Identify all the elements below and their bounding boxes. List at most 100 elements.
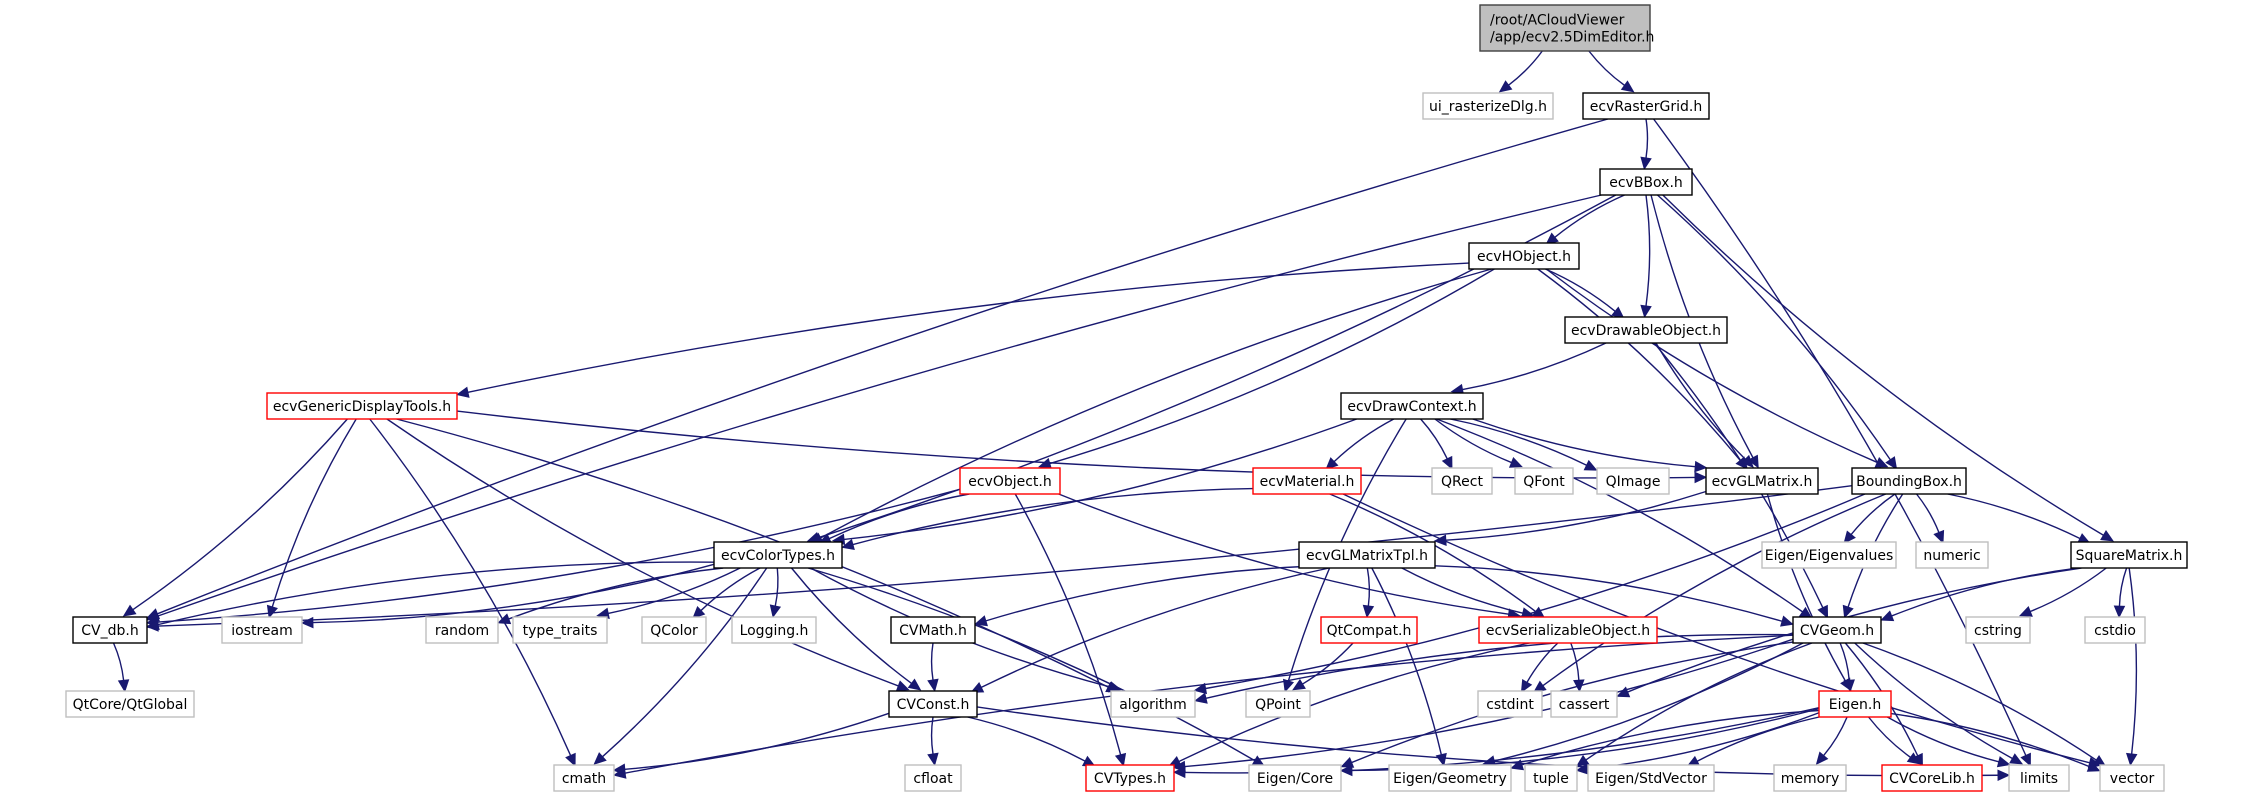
edge-BoundingBox-to-CV_db [157, 485, 1853, 627]
node-random: random [425, 616, 499, 644]
arrowhead-icon [122, 604, 137, 617]
node-ecvGLMatrixTpl[interactable]: ecvGLMatrixTpl.h [1298, 541, 1436, 569]
node-box [1477, 690, 1543, 718]
edge-ecvHObject-to-ecvColorTypes [820, 268, 1492, 539]
node-ecvMaterial[interactable]: ecvMaterial.h [1252, 467, 1362, 495]
edge-CVGeom-to-EigenGeometry [1494, 642, 1804, 762]
node-label: QRect [1441, 474, 1483, 490]
node-box [2099, 764, 2165, 792]
arrowhead-icon [841, 538, 855, 550]
arrowhead-icon [2125, 752, 2138, 767]
node-label: /app/ecv2.5DimEditor.h [1490, 30, 1654, 46]
node-ecvHObject[interactable]: ecvHObject.h [1468, 242, 1580, 270]
edge-ecvSerializableObject-to-CVTypes [1178, 642, 1530, 763]
node-CVTypes[interactable]: CVTypes.h [1085, 764, 1175, 792]
node-ecvGLMatrix[interactable]: ecvGLMatrix.h [1705, 467, 1819, 495]
arrowhead-icon [1498, 80, 1513, 93]
node-CV_db[interactable]: CV_db.h [72, 616, 148, 644]
node-ecvDrawableObject[interactable]: ecvDrawableObject.h [1564, 316, 1728, 344]
edge-SquareMatrix-to-cstdio [2118, 567, 2128, 607]
node-label: ui_rasterizeDlg.h [1429, 99, 1547, 115]
node-box [1248, 764, 1342, 792]
node-label: QImage [1606, 474, 1661, 490]
node-box [1599, 168, 1693, 196]
node-label: algorithm [1119, 697, 1187, 713]
node-EigenGeometry: Eigen/Geometry [1388, 764, 1512, 792]
arrowhead-icon [692, 606, 706, 619]
edge-ecvGLMatrixTpl-to-CVMath [985, 566, 1300, 622]
node-box [1085, 764, 1175, 792]
edge-ecvDrawableObject-to-ecvGLMatrix [1655, 342, 1746, 460]
arrowhead-icon [1885, 456, 1898, 470]
node-ecvColorTypes[interactable]: ecvColorTypes.h [713, 541, 843, 569]
node-CVMath[interactable]: CVMath.h [890, 616, 976, 644]
arrowhead-icon [1640, 304, 1652, 319]
edge-ecvHObject-to-ecvDrawableObject [1545, 268, 1616, 312]
node-cassert: cassert [1550, 690, 1618, 718]
arrowhead-icon [1362, 604, 1375, 619]
arrowhead-icon [1996, 756, 2011, 768]
node-ecvRasterGrid[interactable]: ecvRasterGrid.h [1582, 92, 1710, 120]
edge-BoundingBox-to-cstdint [1542, 493, 1887, 687]
arrowhead-icon [2018, 605, 2033, 617]
edge-ecvColorTypes-to-QColor [700, 567, 761, 612]
node-ecvBBox[interactable]: ecvBBox.h [1599, 168, 1693, 196]
node-CVCoreLib[interactable]: CVCoreLib.h [1881, 764, 1983, 792]
node-box [1479, 4, 1651, 52]
node-algorithm: algorithm [1110, 690, 1196, 718]
node-ecvGenericDisplayTools[interactable]: ecvGenericDisplayTools.h [266, 392, 458, 420]
node-ecvSerializableObject[interactable]: ecvSerializableObject.h [1478, 616, 1658, 644]
node-box [1773, 764, 1847, 792]
arrowhead-icon [1510, 759, 1525, 771]
node-box [1110, 690, 1196, 718]
node-CVConst[interactable]: CVConst.h [888, 690, 978, 718]
node-label: QFont [1523, 474, 1565, 490]
edge-ecvHObject-to-ecvGenericDisplayTools [467, 262, 1470, 394]
arrowhead-icon [1640, 156, 1652, 171]
edge-ecvDrawContext-to-QRect [1420, 418, 1448, 460]
node-label: QtCore/QtGlobal [73, 697, 188, 713]
edge-ecvBBox-to-CV_db [157, 194, 1602, 617]
node-cstring: cstring [1965, 616, 2031, 644]
node-BoundingBox[interactable]: BoundingBox.h [1851, 467, 1967, 495]
node-ecvObject[interactable]: ecvObject.h [959, 467, 1061, 495]
edge-ecvGenericDisplayTools-to-ecvGLMatrix [456, 410, 1696, 479]
node-EigenEigenvalues: Eigen/Eigenvalues [1761, 541, 1897, 569]
node-ecvDrawContext[interactable]: ecvDrawContext.h [1340, 392, 1484, 420]
node-label: QPoint [1255, 697, 1301, 713]
edge-ecvColorTypes-to-cmath [602, 567, 768, 758]
edge-CVGeom-to-vector [1862, 642, 2097, 761]
node-Eigen[interactable]: Eigen.h [1818, 690, 1892, 718]
edge-ecvColorTypes-to-CV_db [157, 561, 715, 626]
node-box [1524, 764, 1578, 792]
node-box [1514, 467, 1574, 495]
edge-ecvGLMatrix-to-ecvGLMatrixTpl [1445, 490, 1707, 541]
arrowhead-icon [1325, 457, 1339, 470]
edge-SquareMatrix-to-cstring [2029, 567, 2107, 613]
node-box [1851, 467, 1967, 495]
node-box [1596, 467, 1670, 495]
node-root[interactable]: /root/ACloudViewer/app/ecv2.5DimEditor.h [1479, 4, 1654, 52]
edge-ecvHObject-to-ecvObject [1049, 268, 1495, 465]
node-SquareMatrix[interactable]: SquareMatrix.h [2070, 541, 2188, 569]
edge-BoundingBox-to-numeric [1916, 493, 1940, 533]
node-box [1422, 92, 1554, 120]
node-cfloat: cfloat [904, 764, 962, 792]
node-QImage: QImage [1596, 467, 1670, 495]
node-box [553, 764, 615, 792]
node-QtCompat[interactable]: QtCompat.h [1320, 616, 1418, 644]
arrowhead-icon [146, 618, 160, 631]
edge-ecvGLMatrixTpl-to-CVConst [980, 567, 1330, 689]
edge-Eigen-to-tuple [1587, 712, 1820, 770]
node-label: ecvColorTypes.h [721, 548, 835, 564]
node-CVGeom[interactable]: CVGeom.h [1792, 616, 1882, 644]
node-box [1340, 392, 1484, 420]
node-label: QtCompat.h [1327, 623, 1412, 639]
node-ui_rasterizeDlg: ui_rasterizeDlg.h [1422, 92, 1554, 120]
node-label: /root/ACloudViewer [1490, 13, 1625, 29]
node-label: BoundingBox.h [1856, 474, 1962, 490]
node-box [1478, 616, 1658, 644]
node-label: random [435, 623, 489, 639]
arrowhead-icon [1167, 756, 1182, 767]
node-QColor: QColor [641, 616, 707, 644]
